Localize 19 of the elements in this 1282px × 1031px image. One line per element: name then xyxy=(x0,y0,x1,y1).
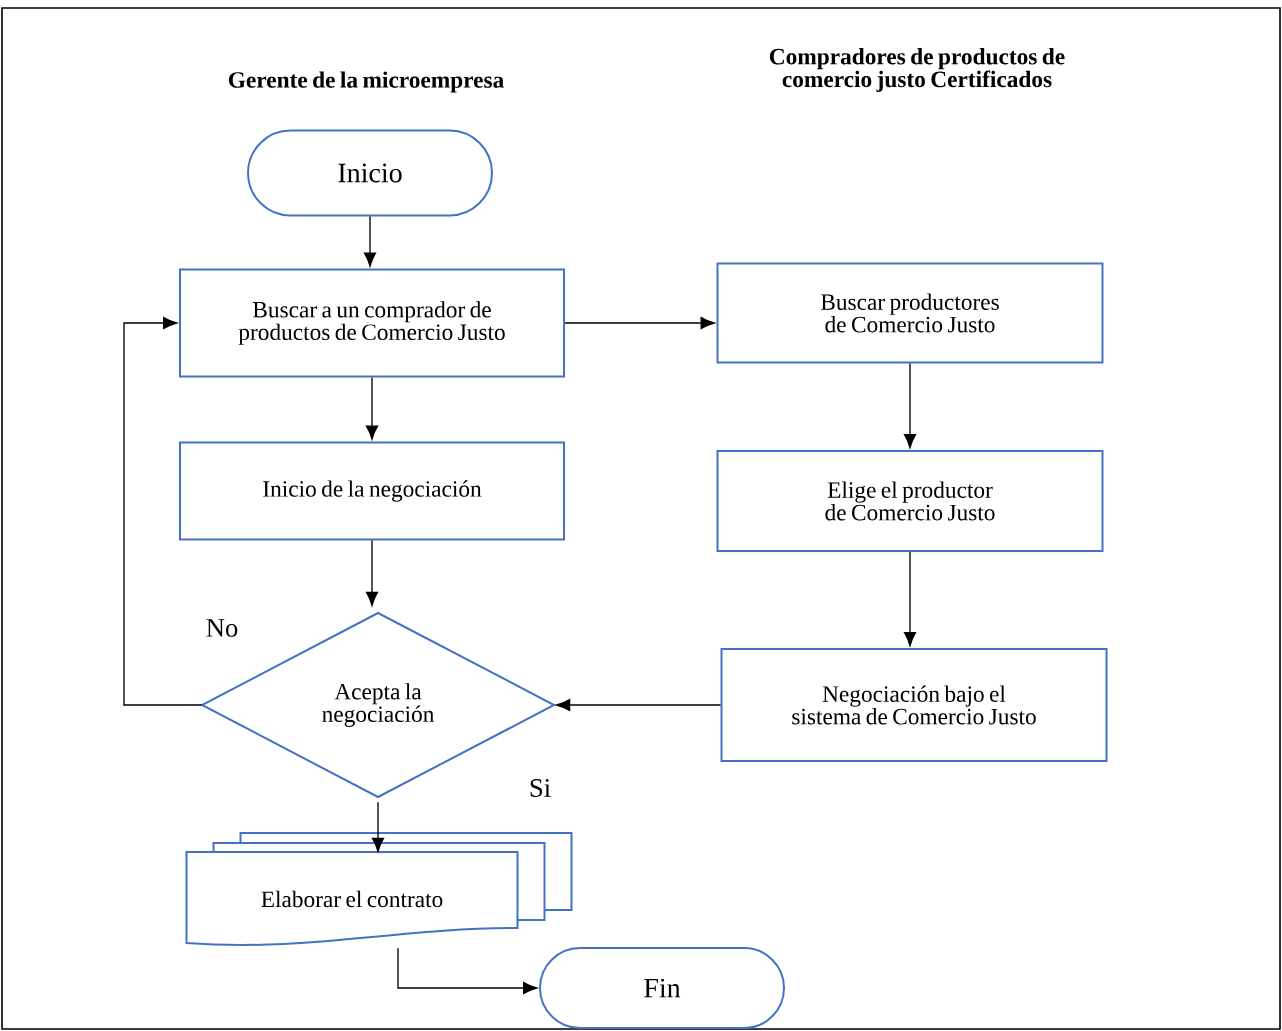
lane-heading: Gerente de la microempresa xyxy=(228,71,504,93)
arrow xyxy=(365,376,379,440)
arrow xyxy=(903,362,917,449)
process-box: Inicio de la negociación xyxy=(179,441,565,541)
process-box: Buscar a un comprador de productos de Comercio Justo xyxy=(179,268,565,378)
arrow xyxy=(371,801,385,852)
process-box: Buscar productores de Comercio Justo xyxy=(716,262,1104,364)
process-box: Negociación bajo el sistema de Comercio Justo xyxy=(720,648,1108,762)
arrow xyxy=(123,316,203,706)
arrow xyxy=(564,316,715,330)
branch-label: No xyxy=(206,619,238,637)
arrow xyxy=(556,698,722,712)
process-box: Elige el productor de Comercio Justo xyxy=(716,450,1104,552)
arrow xyxy=(365,539,379,607)
lane-heading: Compradores de productos de comercio justo Certificados xyxy=(769,48,1065,92)
arrow xyxy=(903,551,917,647)
branch-label: Si xyxy=(530,779,551,797)
arrow xyxy=(397,947,538,995)
arrow xyxy=(363,215,377,267)
